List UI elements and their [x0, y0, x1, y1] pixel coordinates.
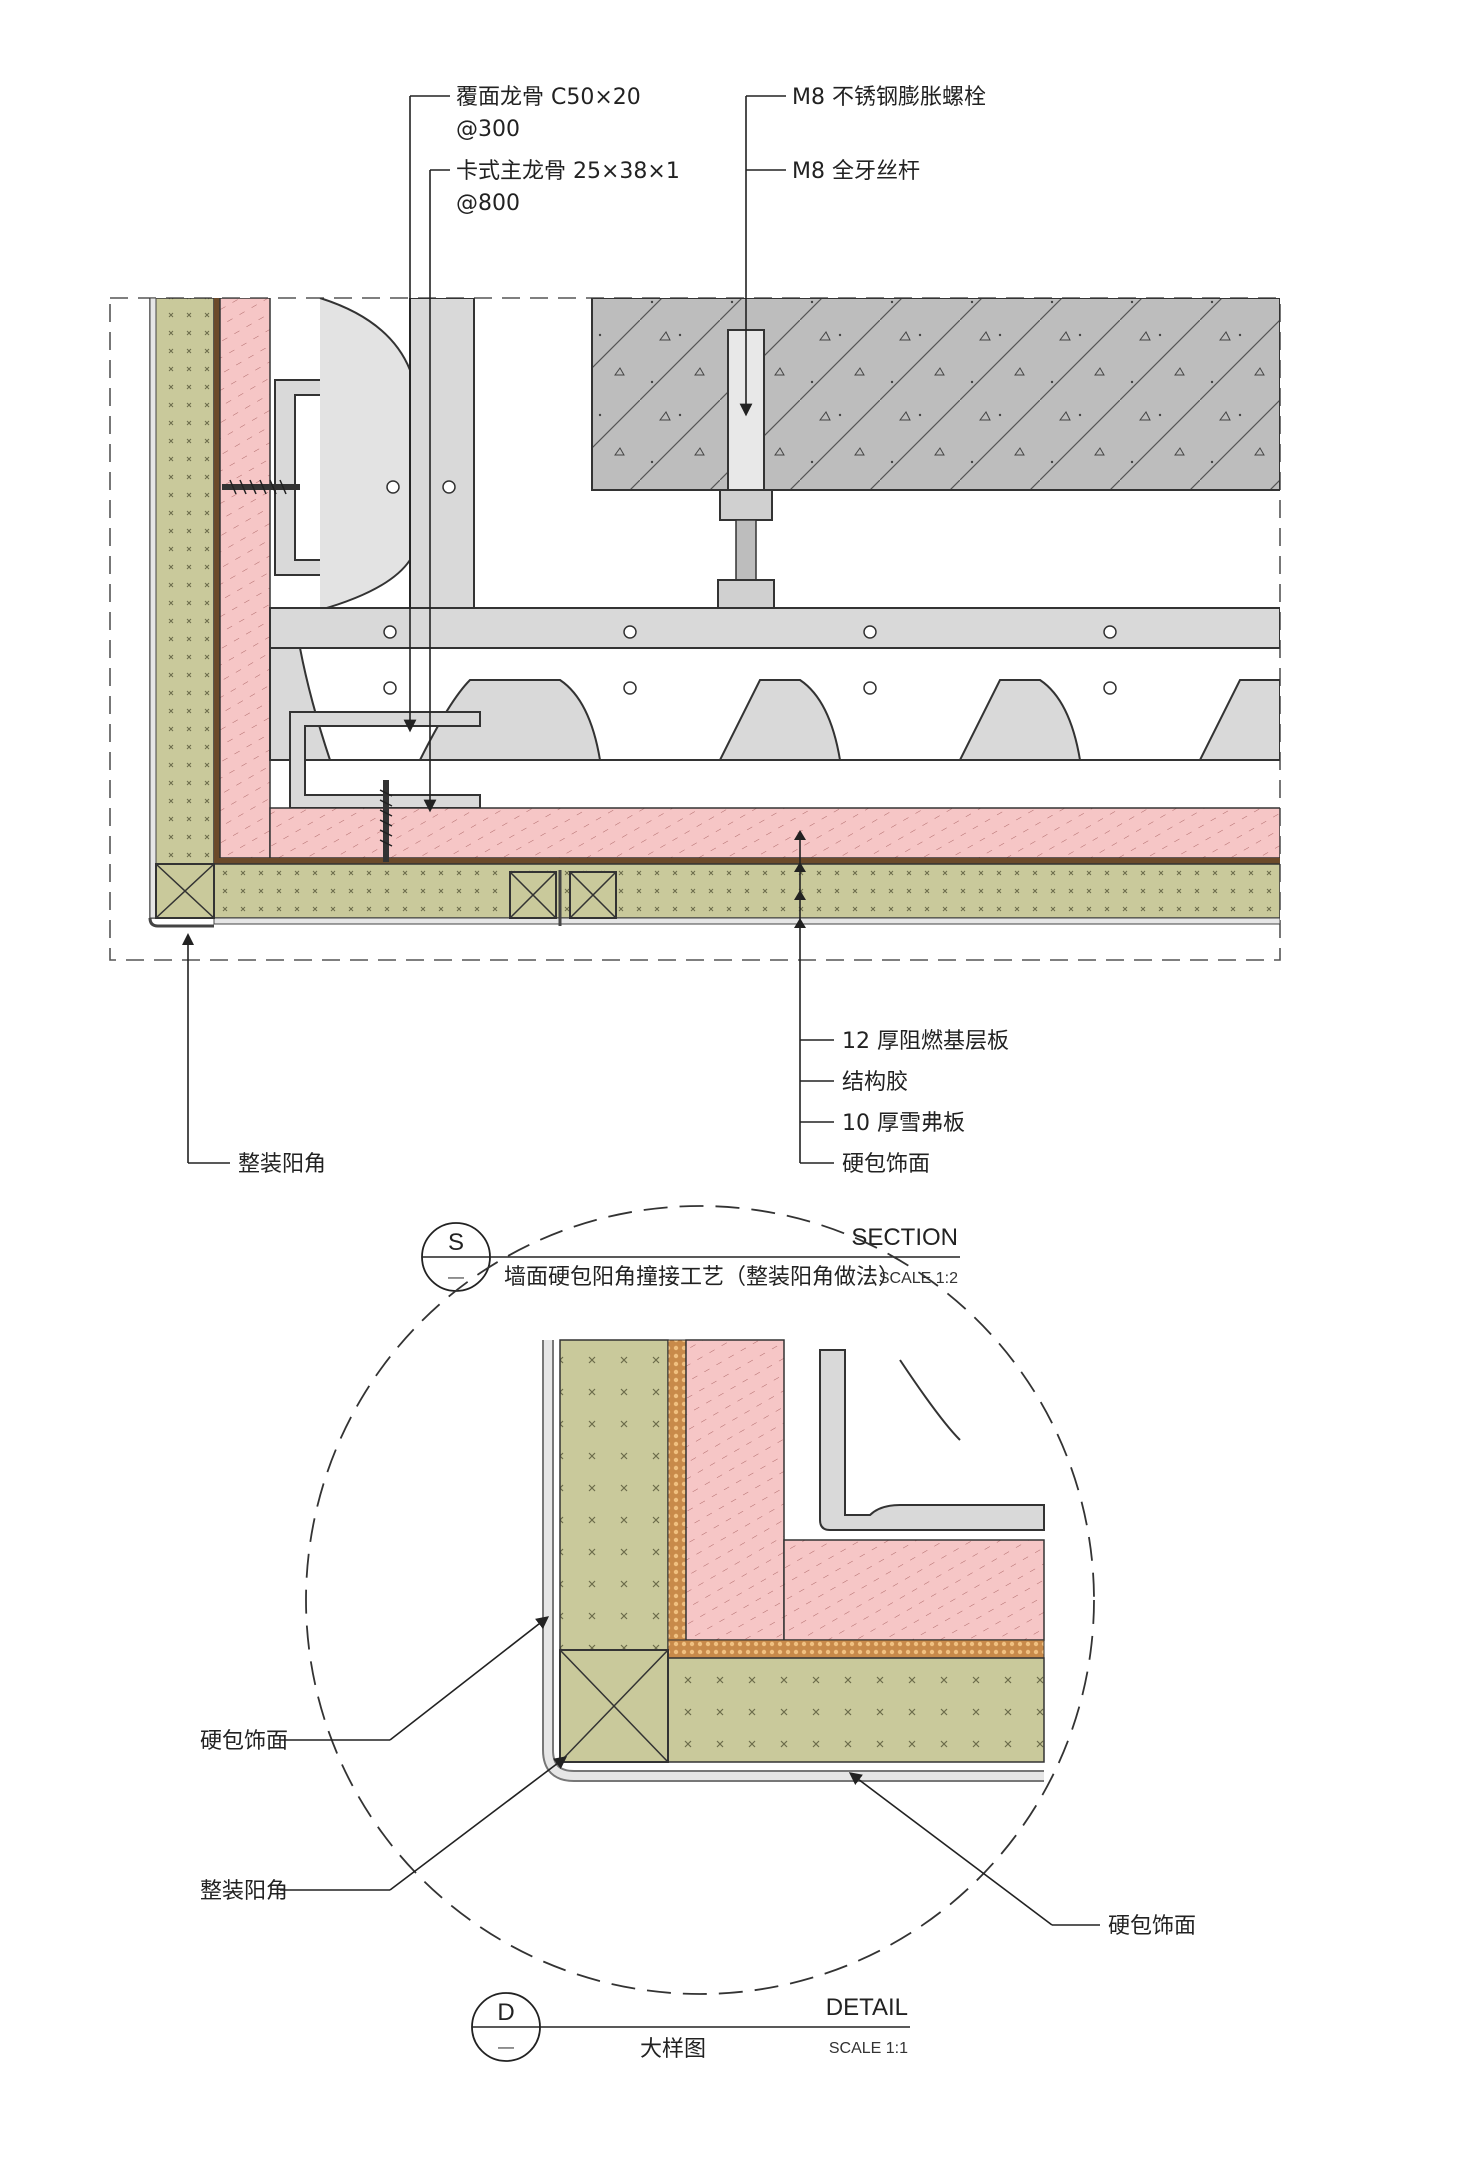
- detail-fireboard-vertical: [685, 1339, 785, 1641]
- label-expansion-bolt: M8 不锈钢膨胀螺栓: [792, 85, 986, 110]
- detail-glue-vertical: [667, 1339, 687, 1659]
- snowflake-board-vertical: [149, 298, 215, 919]
- section-title: 墙面硬包阳角撞接工艺（整装阳角做法）: [504, 1265, 900, 1290]
- keel-hole-row: [383, 625, 1117, 695]
- label-threaded-rod: M8 全牙丝杆: [792, 159, 920, 184]
- section-type: SECTION: [851, 1224, 958, 1251]
- detail-label-corner: 整装阳角: [200, 1879, 288, 1904]
- section-title-block: S — SECTION 墙面硬包阳角撞接工艺（整装阳角做法） SCALE 1:2: [421, 1222, 960, 1292]
- snowflake-board-horizontal: [213, 863, 1280, 919]
- label-cover-keel-spacing: @300: [456, 117, 520, 142]
- keel-hole: [386, 480, 400, 494]
- detail-tag: D: [497, 1999, 514, 2026]
- detail-label-finish-left: 硬包饰面: [200, 1729, 288, 1754]
- label-corner-piece: 整装阳角: [238, 1152, 326, 1177]
- detail-drawing: 硬包饰面 整装阳角 硬包饰面: [200, 1205, 1196, 1995]
- label-layer-glue: 结构胶: [842, 1070, 908, 1095]
- detail-keel-profile: [819, 1349, 1045, 1531]
- label-layer-snowflake-board: 10 厚雪弗板: [842, 1111, 965, 1136]
- detail-corner-block: [559, 1649, 669, 1763]
- detail-leaders: [280, 1616, 1100, 1926]
- section-scale: SCALE 1:2: [879, 1270, 958, 1287]
- concrete-slab: [591, 298, 1280, 491]
- glue-horizontal: [214, 858, 1280, 864]
- main-keel-horizontal: [269, 607, 1280, 649]
- detail-callout-circle: [305, 1205, 1095, 1995]
- detail-type: DETAIL: [826, 1994, 908, 2021]
- label-main-keel-spacing: @800: [456, 191, 520, 216]
- label-layer-finish: 硬包饰面: [842, 1152, 930, 1177]
- section-tag: S: [448, 1229, 464, 1256]
- label-main-keel: 卡式主龙骨 25×38×1: [456, 159, 680, 184]
- keel-carrier-teeth: [269, 647, 1280, 761]
- main-keel-vertical: [409, 298, 475, 611]
- finish-vertical: [149, 298, 157, 919]
- finish-horizontal: [213, 917, 1280, 925]
- detail-tag-sub: —: [498, 2039, 514, 2056]
- detail-scale: SCALE 1:1: [829, 2040, 908, 2057]
- detail-snowflake-board-horizontal: [667, 1657, 1045, 1763]
- keel-hole: [442, 480, 456, 494]
- detail-glue-horizontal: [667, 1639, 1045, 1659]
- detail-title-block: D — DETAIL 大样图 SCALE 1:1: [471, 1992, 910, 2062]
- detail-title: 大样图: [640, 2037, 706, 2062]
- detail-label-finish-right: 硬包饰面: [1108, 1914, 1196, 1939]
- fireboard-vertical: [219, 298, 271, 859]
- corner-block: [148, 863, 215, 928]
- keel-clip-vertical: [319, 298, 411, 611]
- screw-vertical: [222, 479, 300, 495]
- detail-fireboard-horizontal: [783, 1539, 1045, 1641]
- fireboard-horizontal: [269, 807, 1280, 859]
- section-drawing: 覆面龙骨 C50×20 @300 卡式主龙骨 25×38×1 @800 M8 不…: [109, 85, 1281, 1177]
- label-cover-keel: 覆面龙骨 C50×20: [456, 85, 641, 110]
- glue-vertical: [214, 298, 220, 868]
- label-layer-base-board: 12 厚阻燃基层板: [842, 1029, 1009, 1054]
- joint-blocks: [509, 870, 617, 926]
- section-tag-sub: —: [448, 1269, 464, 1286]
- screw-horizontal: [379, 780, 393, 862]
- section-leaders: [182, 95, 834, 1164]
